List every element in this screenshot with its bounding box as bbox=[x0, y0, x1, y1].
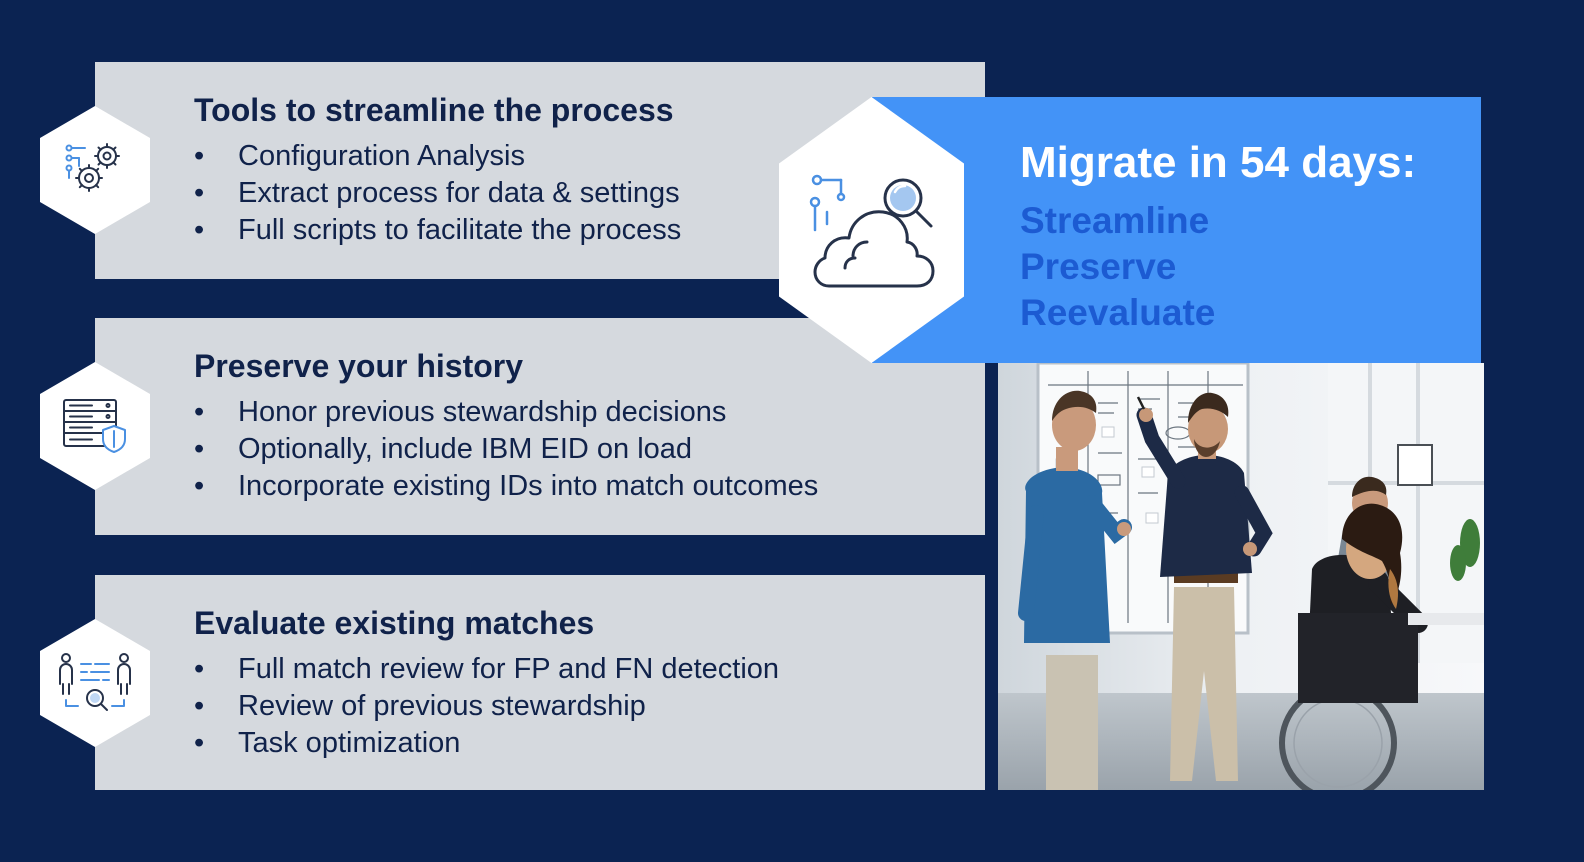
card-title: Tools to streamline the process bbox=[194, 92, 674, 128]
list-item: Optionally, include IBM EID on load bbox=[194, 431, 818, 468]
team-meeting-whiteboard-photo bbox=[998, 363, 1484, 790]
list-item: Honor previous stewardship decisions bbox=[194, 394, 818, 431]
bullet-list: Honor previous stewardship decisions Opt… bbox=[194, 394, 818, 505]
hero-word-list: Streamline Preserve Reevaluate bbox=[1020, 198, 1215, 336]
hero-panel bbox=[872, 97, 1481, 363]
hero-word: Preserve bbox=[1020, 246, 1177, 287]
card-title: Preserve your history bbox=[194, 348, 524, 384]
list-item: Extract process for data & settings bbox=[194, 175, 681, 212]
list-item: Full match review for FP and FN detectio… bbox=[194, 651, 779, 688]
card-title: Evaluate existing matches bbox=[194, 605, 595, 641]
list-item: Review of previous stewardship bbox=[194, 688, 779, 725]
hero-word: Reevaluate bbox=[1020, 292, 1216, 333]
bullet-list: Full match review for FP and FN detectio… bbox=[194, 651, 779, 762]
list-item: Configuration Analysis bbox=[194, 138, 681, 175]
bullet-list: Configuration Analysis Extract process f… bbox=[194, 138, 681, 249]
server-shield-icon bbox=[40, 362, 150, 490]
hero-word: Streamline bbox=[1020, 200, 1210, 241]
card-evaluate: Evaluate existing matches Full match rev… bbox=[95, 575, 985, 790]
list-item: Task optimization bbox=[194, 725, 779, 762]
list-item: Full scripts to facilitate the process bbox=[194, 212, 681, 249]
list-item: Incorporate existing IDs into match outc… bbox=[194, 468, 818, 505]
hero-title: Migrate in 54 days: bbox=[1020, 138, 1417, 187]
card-history: Preserve your history Honor previous ste… bbox=[95, 318, 985, 535]
